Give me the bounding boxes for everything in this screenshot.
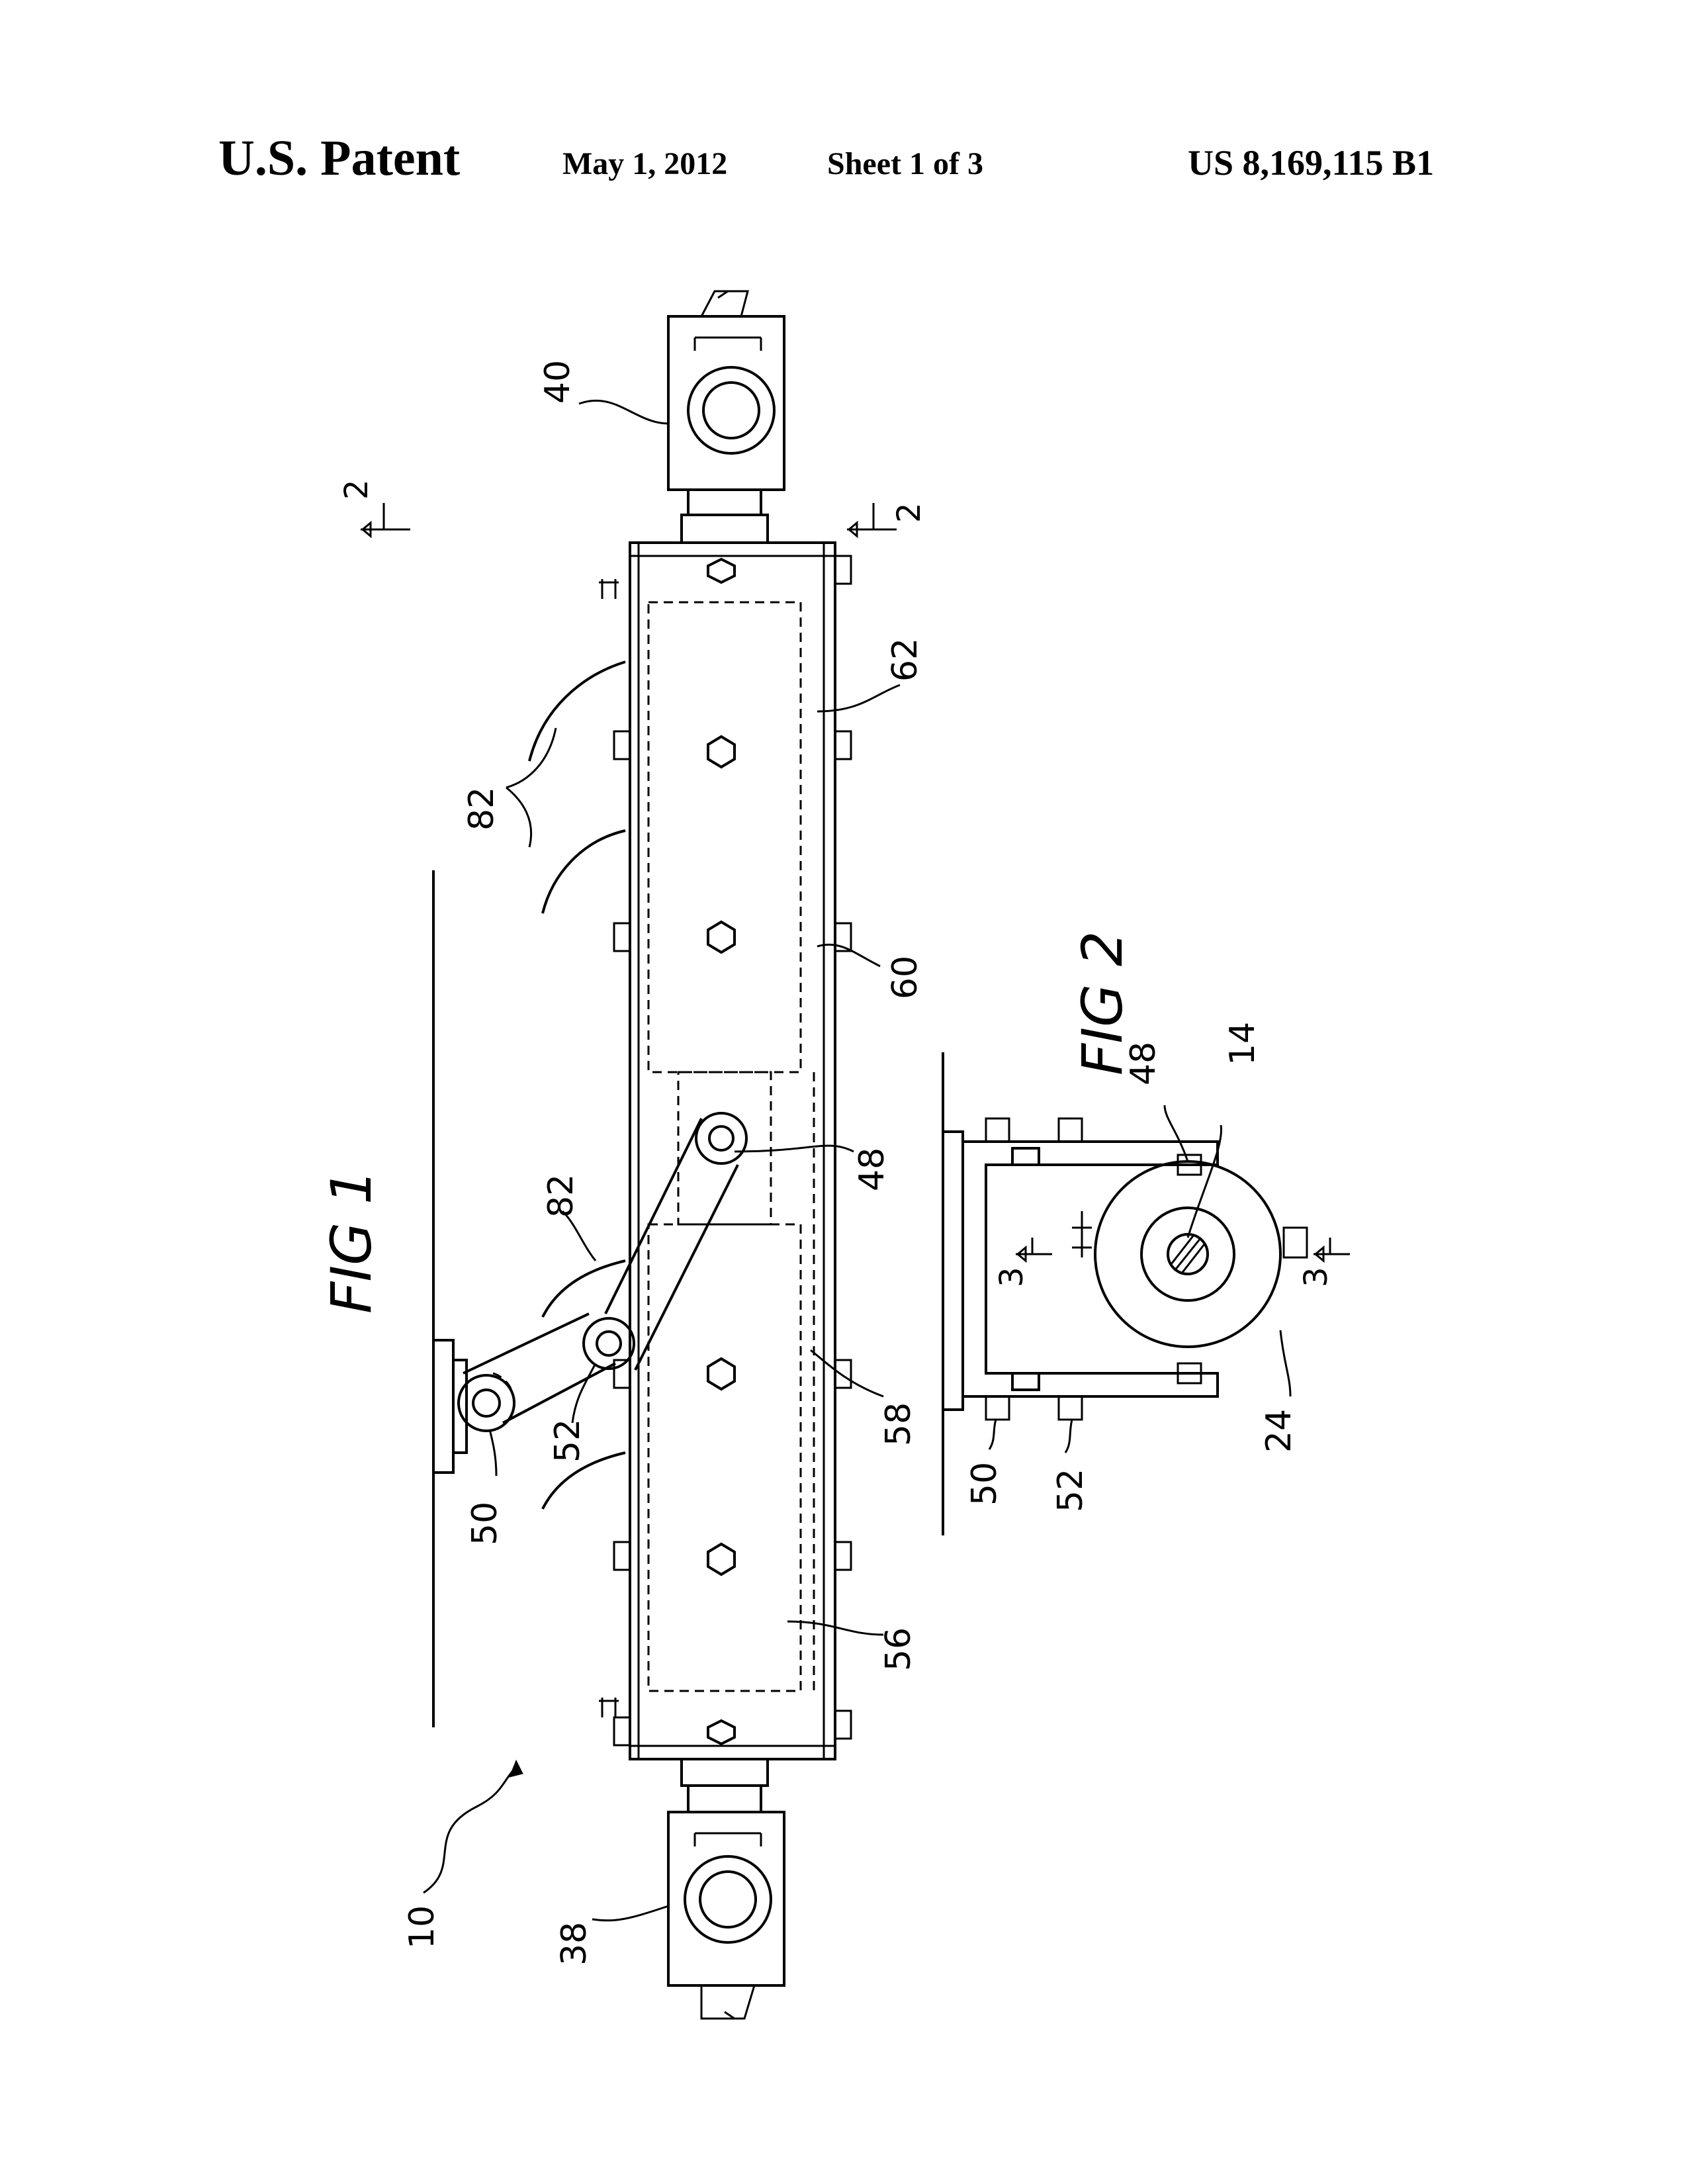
section-line-3-right <box>1314 1238 1350 1255</box>
ref-label-38: 38 <box>555 1922 594 1966</box>
section-label-2-left: 2 <box>338 479 375 500</box>
section-line-2-right <box>847 503 897 531</box>
spring-82 <box>541 829 626 914</box>
shaft-collar-bottom <box>680 1758 769 1787</box>
patent-title: U.S. Patent <box>218 130 461 186</box>
fig2-ref-label-52: 52 <box>1051 1469 1091 1512</box>
peg <box>599 1698 619 1717</box>
section-label-3-left: 3 <box>993 1267 1030 1287</box>
ref-label-62: 62 <box>885 638 925 682</box>
peg <box>599 579 619 599</box>
bolt <box>1057 1117 1083 1143</box>
bolt <box>613 1716 631 1747</box>
ref-label-60: 60 <box>885 956 925 999</box>
ref-label-82-upper: 82 <box>462 787 502 831</box>
hex-nut <box>707 1542 736 1576</box>
spring-82 <box>528 660 626 762</box>
hex-nut <box>707 735 736 769</box>
fig2-ref-label-24: 24 <box>1259 1409 1299 1453</box>
spring-82 <box>541 1259 626 1318</box>
bolt <box>1057 1395 1083 1421</box>
bolt <box>1177 1362 1202 1385</box>
ref-label-58: 58 <box>879 1402 918 1446</box>
ref-label-82-lower: 82 <box>541 1174 581 1218</box>
shaft-14 <box>1167 1233 1209 1275</box>
shaft-collar-top <box>680 514 769 544</box>
fig2-bracket-tab <box>1011 1372 1040 1391</box>
ref-label-56: 56 <box>879 1627 918 1671</box>
pivot-48 <box>695 1112 748 1165</box>
bolt <box>834 555 852 585</box>
shaft-end-bottom <box>700 1985 756 2020</box>
ref-label-48: 48 <box>852 1148 892 1191</box>
bolt <box>613 730 631 760</box>
bolt <box>985 1395 1010 1421</box>
compartment-lower <box>647 1223 802 1692</box>
fig2-ref-label-48: 48 <box>1124 1042 1163 1085</box>
bolt <box>834 1359 852 1389</box>
bolt <box>1282 1226 1308 1259</box>
bearing-40 <box>667 315 785 491</box>
bolt <box>834 922 852 952</box>
bolt <box>834 730 852 760</box>
bolt <box>985 1117 1010 1143</box>
bolt <box>834 1541 852 1571</box>
fig2-base-plate <box>942 1130 964 1411</box>
main-housing <box>629 541 836 1760</box>
ref-label-40: 40 <box>538 360 578 404</box>
figure-2-label: FIG 2 <box>1070 931 1135 1075</box>
compartment-middle <box>677 1071 772 1226</box>
link-arm-lower <box>463 1312 616 1424</box>
hex-nut <box>707 557 736 584</box>
link-arm-upper <box>604 1118 739 1371</box>
figure-1-label: FIG 1 <box>319 1169 384 1314</box>
compartment-upper <box>647 601 802 1073</box>
mount-bracket-outer <box>432 1339 455 1474</box>
ref-label-52: 52 <box>548 1419 588 1463</box>
section-label-2-right: 2 <box>891 502 928 523</box>
section-line-3-left <box>1016 1238 1052 1255</box>
patent-number: US 8,169,115 B1 <box>1188 143 1435 183</box>
fig2-ref-label-14: 14 <box>1223 1022 1263 1066</box>
sheet-indicator: Sheet 1 of 3 <box>827 146 983 181</box>
bolt <box>613 1541 631 1571</box>
hex-nut <box>707 1357 736 1391</box>
hex-nut <box>707 1719 736 1746</box>
bolt <box>613 922 631 952</box>
hex-nut <box>707 920 736 954</box>
bolt <box>613 1359 631 1389</box>
section-line-2-left <box>361 503 410 531</box>
figure-2: 48 14 24 50 52 3 3 FIG 2 <box>942 931 1350 1535</box>
spring-82 <box>541 1451 626 1510</box>
bolt <box>834 1709 852 1740</box>
fig2-ref-label-50: 50 <box>965 1462 1004 1506</box>
shaft-end-top <box>700 290 749 317</box>
ref-label-10: 10 <box>402 1905 442 1949</box>
patent-date: May 1, 2012 <box>562 146 728 181</box>
bolt <box>1177 1154 1202 1176</box>
shaft-housing <box>1140 1206 1235 1302</box>
fig2-bracket-tab <box>1011 1147 1040 1166</box>
arrowhead <box>509 1759 523 1778</box>
pivot-52 <box>582 1317 635 1370</box>
section-label-3-right: 3 <box>1298 1267 1335 1287</box>
ref-label-50: 50 <box>465 1502 505 1545</box>
bearing-38 <box>667 1811 785 1987</box>
figure-1: 40 62 60 48 58 56 82 82 52 50 38 10 2 2 … <box>319 290 928 2020</box>
mount-bracket-inner <box>452 1359 468 1454</box>
